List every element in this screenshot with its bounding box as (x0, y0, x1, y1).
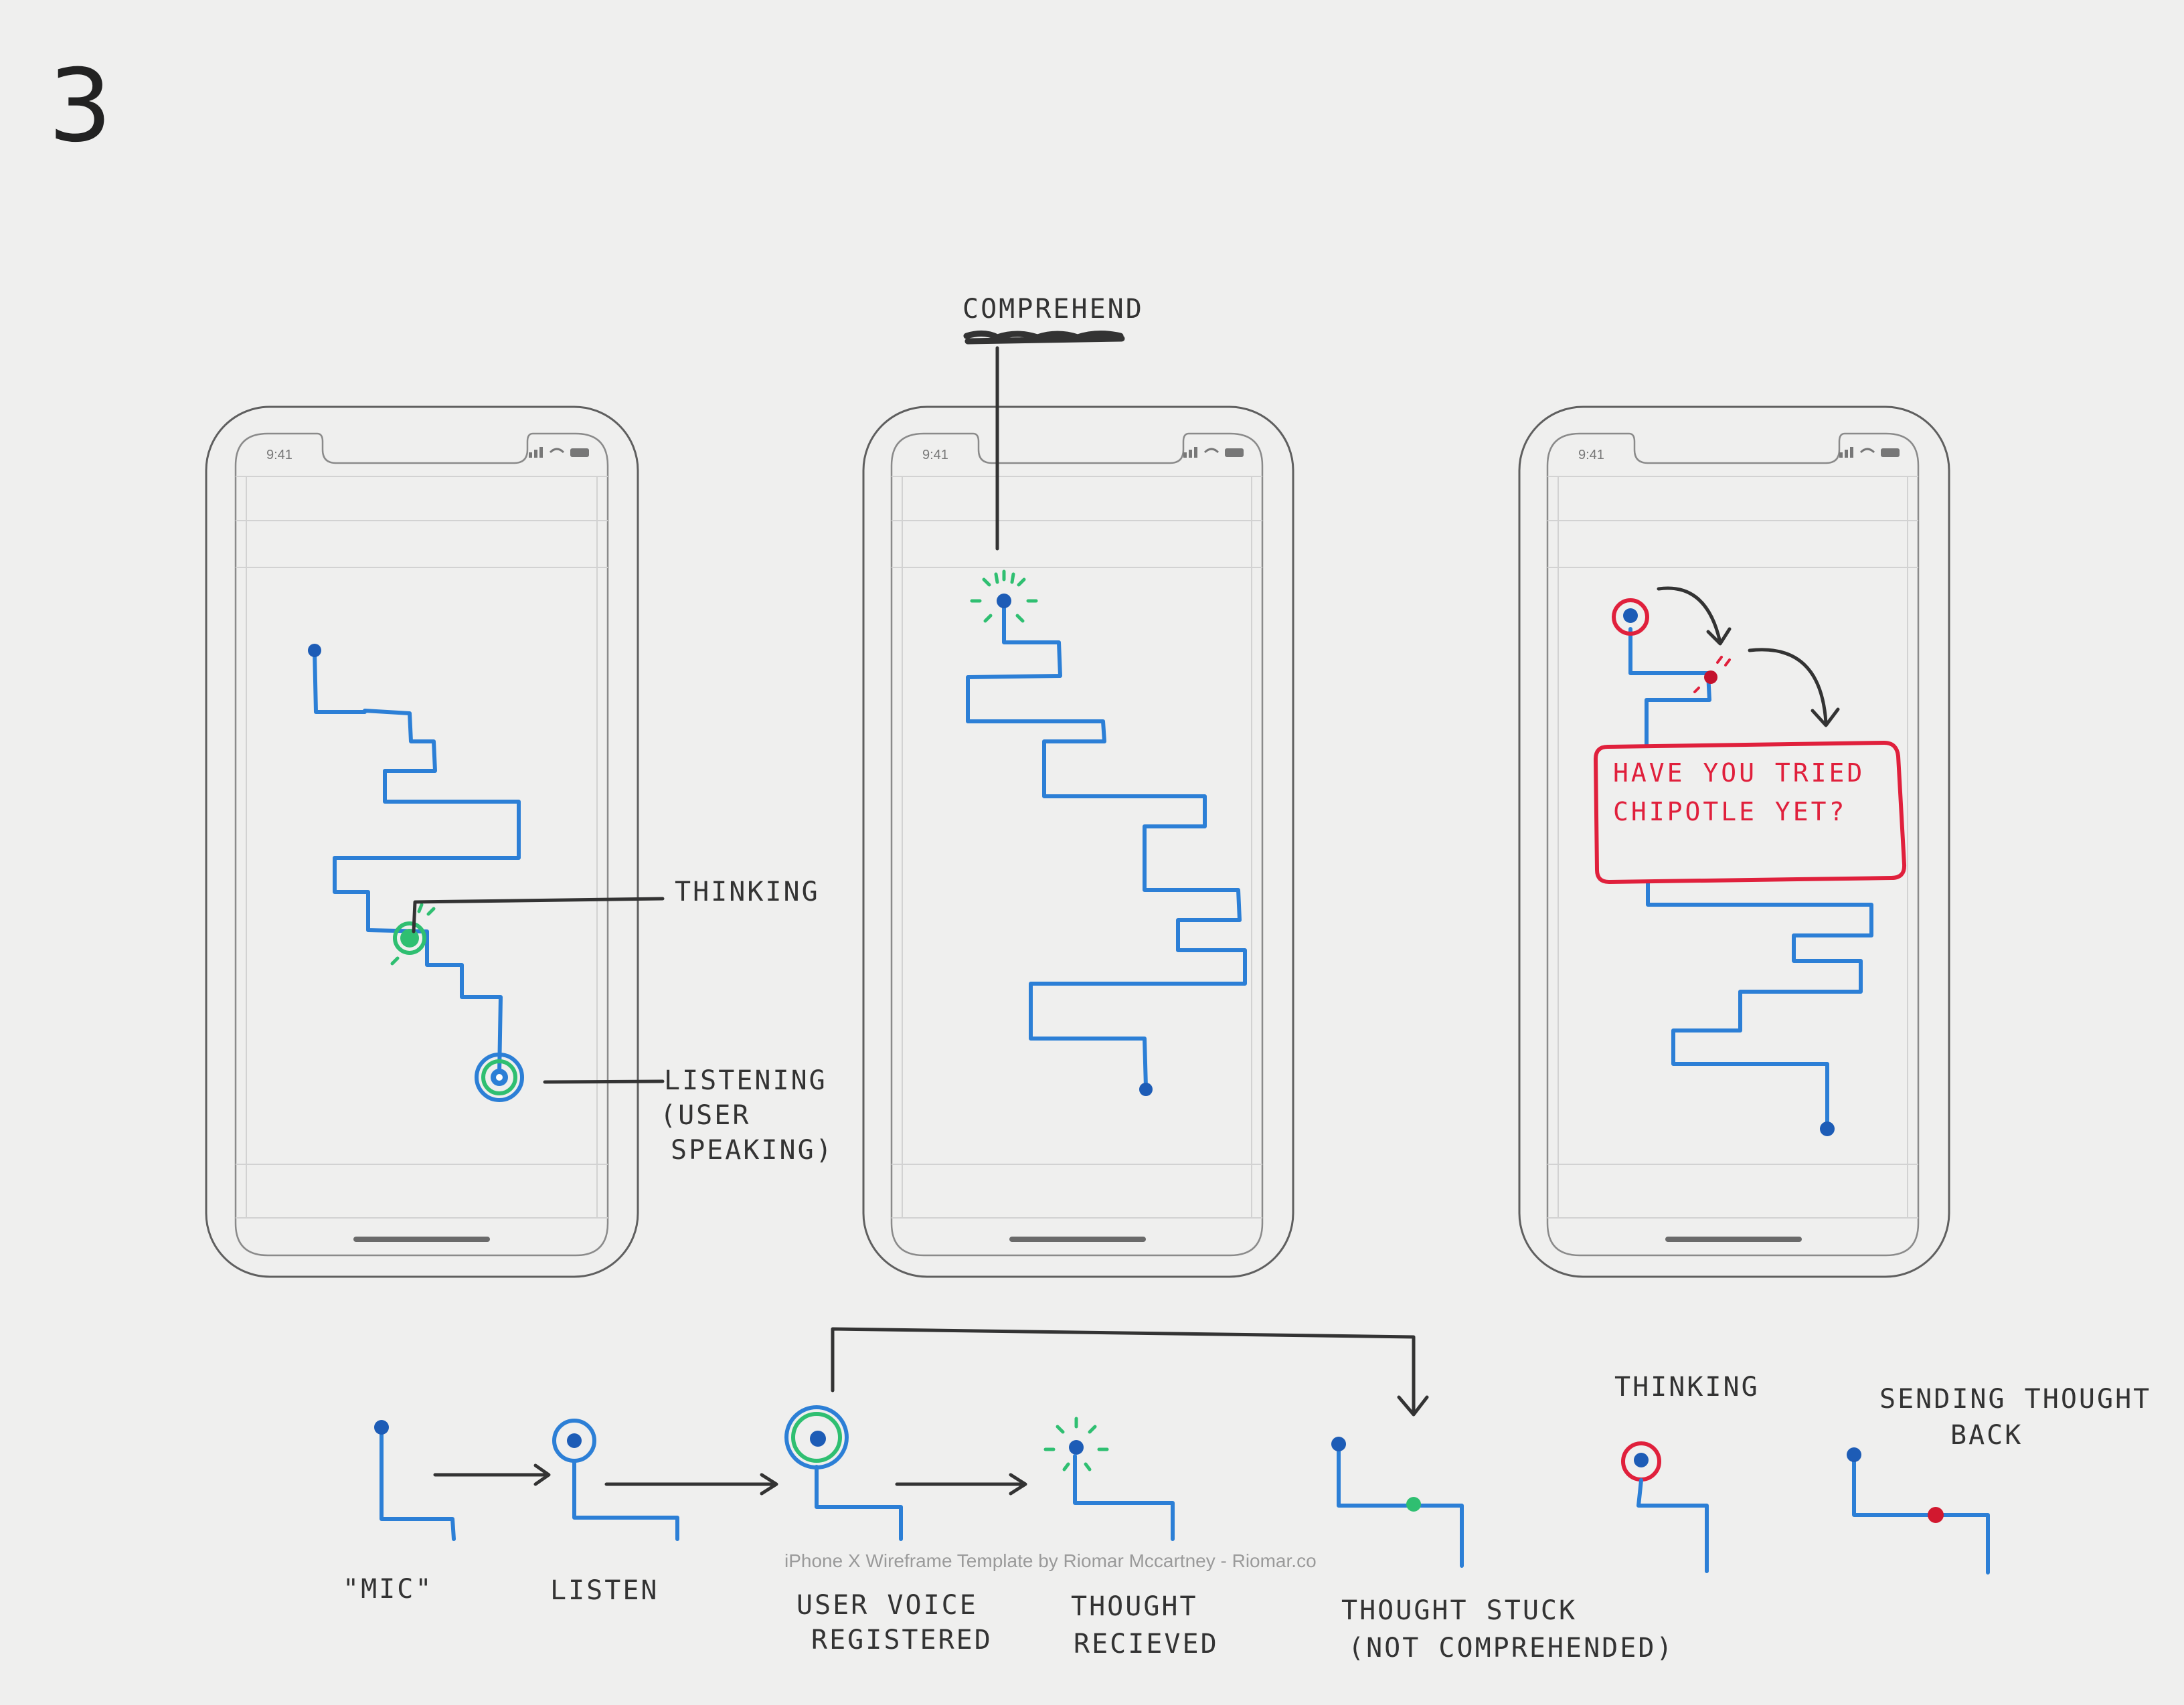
bubble-line-2: CHIPOTLE YET? (1613, 797, 1847, 826)
arrow-voice-to-stuck (831, 1327, 1416, 1414)
legend-thought-stuck-label-2: (NOT COMPREHENDED) (1348, 1633, 1674, 1664)
legend-sending-label-2: BACK (1950, 1420, 2023, 1451)
received-node (970, 569, 1038, 623)
thinking-label: THINKING (675, 877, 820, 907)
legend-thinking-label: THINKING (1614, 1372, 1760, 1403)
legend-user-voice (784, 1405, 903, 1541)
home-indicator (353, 1237, 490, 1242)
status-time: 9:41 (922, 448, 948, 462)
status-icons (1183, 447, 1244, 458)
phone-wireframe-2: 9:41 (862, 406, 1294, 1278)
legend-thought-received-label-1: THOUGHT (1071, 1591, 1198, 1622)
comprehend-label: COMPREHEND (962, 294, 1144, 325)
status-icons (529, 447, 589, 458)
page-number: 3 (48, 48, 112, 165)
thought-trace (966, 600, 1247, 1089)
legend-thinking (1621, 1441, 1709, 1573)
legend-sending-label-1: SENDING THOUGHT (1879, 1384, 2151, 1415)
bubble-line-1: HAVE YOU TRIED (1613, 758, 1865, 788)
end-dot (1139, 1083, 1153, 1096)
home-indicator (1009, 1237, 1146, 1242)
phone-wireframe-3: 9:41 HAVE YOU TRIED CHIPOTL (1518, 406, 1950, 1278)
status-icons (1839, 447, 1900, 458)
legend-user-voice-label-1: USER VOICE (796, 1590, 978, 1621)
listening-label-2: (USER (660, 1100, 750, 1131)
thinking-leader (412, 897, 665, 933)
flow-arrow-1-head (1706, 627, 1732, 646)
thought-trace-lower (1646, 880, 1873, 1130)
listening-label: LISTENING (664, 1065, 827, 1096)
thought-trace (313, 648, 521, 1076)
legend: "MIC" LISTEN USER VOICE REGISTERED (343, 1327, 2151, 1664)
flow-arrow-2 (1748, 648, 1828, 725)
legend-mic (374, 1420, 456, 1541)
legend-listen-label: LISTEN (550, 1575, 659, 1606)
status-time: 9:41 (266, 448, 292, 462)
template-credit: iPhone X Wireframe Template by Riomar Mc… (784, 1550, 1317, 1571)
chat-bubble: HAVE YOU TRIED CHIPOTLE YET? (1593, 740, 1907, 885)
thinking-node (390, 903, 436, 966)
end-dot (1820, 1121, 1835, 1136)
status-time: 9:41 (1578, 448, 1604, 462)
home-indicator (1665, 1237, 1802, 1242)
thought-trace-upper (1628, 627, 1711, 746)
legend-thought-received-label-2: RECIEVED (1074, 1629, 1219, 1659)
legend-thought-received (1043, 1417, 1175, 1541)
flow-arrow-2-head (1811, 707, 1840, 727)
listening-label-3: SPEAKING) (671, 1135, 834, 1166)
crossed-out-word (963, 330, 1125, 345)
legend-mic-label: "MIC" (343, 1574, 433, 1605)
legend-thought-stuck-label-1: THOUGHT STUCK (1341, 1595, 1577, 1626)
legend-listen (552, 1419, 679, 1541)
sending-node (1693, 656, 1731, 693)
legend-user-voice-label-2: REGISTERED (811, 1625, 993, 1655)
thinking-node-red (1612, 598, 1649, 636)
listening-node (475, 1053, 524, 1102)
flow-arrow-1 (1657, 586, 1722, 644)
phone-wireframe-1: 9:41 (205, 406, 639, 1278)
legend-sending (1847, 1447, 1990, 1575)
legend-thought-stuck (1331, 1437, 1464, 1568)
listening-leader (543, 1079, 665, 1084)
start-dot (308, 644, 321, 657)
